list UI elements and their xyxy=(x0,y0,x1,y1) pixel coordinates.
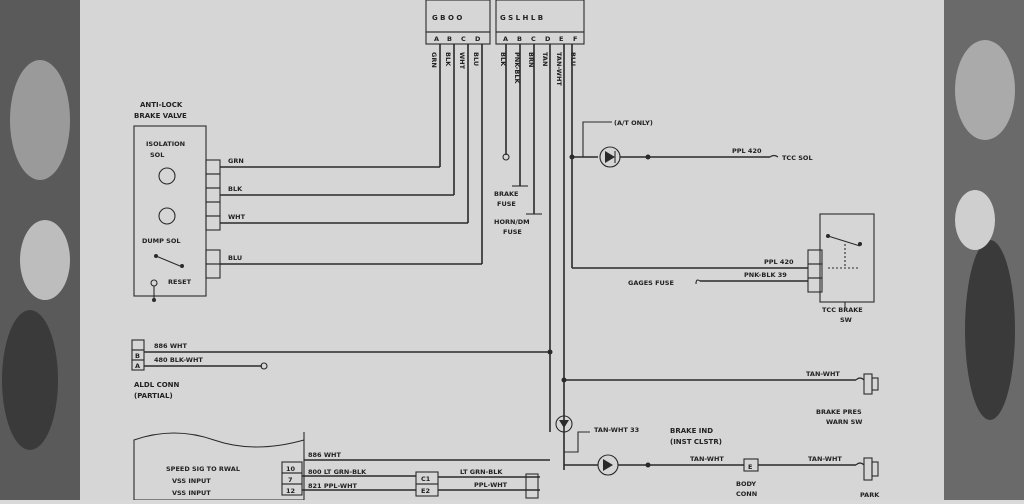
gages-fuse-label: GAGES FUSE xyxy=(628,279,674,287)
isolation-label: ISOLATION xyxy=(146,140,185,148)
brake-pres-label: BRAKE PRES xyxy=(816,408,862,416)
wire-label: BRN xyxy=(527,52,535,67)
ecm-block: 886 WHT SPEED SIG TO RWAL VSS INPUT VSS … xyxy=(133,432,550,501)
pin-label: F xyxy=(573,35,577,43)
connector-c1: C1 xyxy=(421,475,431,483)
pin-label: B xyxy=(517,35,522,43)
tcc-circuit: (A/T ONLY) PPL 420 TCC SOL PPL 420 PNK-B… xyxy=(569,119,875,324)
dump-sol-label: DUMP SOL xyxy=(142,237,181,245)
wire-label: GRN xyxy=(430,52,438,68)
tcc-brake-sw-label: TCC BRAKE xyxy=(822,306,863,314)
vertical-wire-labels: GRN BLK WHT BLU BLK PNK-BLK BRN TAN TAN-… xyxy=(430,52,577,86)
vss-input-label: VSS INPUT xyxy=(172,477,211,485)
wire-label: BLU xyxy=(472,52,480,66)
brake-indicator-circuit: TAN-WHT 33 BRAKE IND (INST CLSTR) TAN-WH… xyxy=(555,415,880,499)
pin-label: C xyxy=(531,35,536,43)
aldl-wire-480: 480 BLK-WHT xyxy=(154,356,203,364)
diagram-paper xyxy=(80,0,944,500)
wire-label-wht: WHT xyxy=(228,213,246,221)
isolation-solenoid-coil-2 xyxy=(158,207,176,225)
ecm-pin-7: 7 xyxy=(288,476,293,484)
top-connector-left: G B O O A B C D xyxy=(425,0,491,45)
connector-e2: E2 xyxy=(421,487,430,495)
abs-wires: GRN BLK WHT BLU xyxy=(220,44,483,265)
warn-sw-label: WARN SW xyxy=(826,418,862,426)
abs-valve-title: ANTI-LOCK xyxy=(140,101,183,109)
inst-clstr-label: (INST CLSTR) xyxy=(670,438,722,446)
tcc-brake-sw-label-2: SW xyxy=(840,316,852,324)
speed-sig-label: SPEED SIG TO RWAL xyxy=(166,465,240,473)
brake-ind-wire-label: TAN-WHT 33 xyxy=(594,426,639,434)
aldl-conn-label: ALDL CONN xyxy=(134,381,180,389)
ecm-wire-821: 821 PPL-WHT xyxy=(308,482,358,490)
abs-valve-title-2: BRAKE VALVE xyxy=(134,112,187,120)
top-connector-right: G S L H L B A B C D E F xyxy=(495,0,585,45)
ecm-wire-ltgrn: LT GRN-BLK xyxy=(460,468,503,476)
park-label: PARK xyxy=(860,491,880,499)
aldl-partial-label: (PARTIAL) xyxy=(134,392,173,400)
wire-label-blu: BLU xyxy=(228,254,242,262)
dump-switch-blade xyxy=(155,255,181,267)
ecm-wire-ppl: PPL-WHT xyxy=(474,481,508,489)
ecm-wire-800: 800 LT GRN-BLK xyxy=(308,468,367,476)
tcc-sol-label: TCC SOL xyxy=(782,154,813,162)
top-left-connector-text: G B O O xyxy=(432,14,462,22)
pnk-blk-label: PNK-BLK 39 xyxy=(744,271,787,279)
pin-label: E xyxy=(559,35,563,43)
brake-ind-wire3-label: TAN-WHT xyxy=(808,455,842,463)
wire-label: BLK xyxy=(444,52,452,67)
vss-input-label-2: VSS INPUT xyxy=(172,489,211,497)
conn-label: CONN xyxy=(736,490,757,498)
brake-ind-label: BRAKE IND xyxy=(670,427,713,435)
wire-label-blk: BLK xyxy=(228,185,243,193)
brake-ind-wire2-label: TAN-WHT xyxy=(690,455,724,463)
wire-label: WHT xyxy=(458,52,466,70)
aldl-pin-b: B xyxy=(135,352,140,360)
ppl-420-label: PPL 420 xyxy=(732,147,762,155)
wire-label: BLU xyxy=(569,52,577,66)
ecm-wire-886: 886 WHT xyxy=(308,451,341,459)
wire-label-grn: GRN xyxy=(228,157,244,165)
diode-symbol xyxy=(555,415,573,433)
isolation-solenoid-coil xyxy=(158,167,176,185)
pin-label: D xyxy=(545,35,551,43)
wire-label: TAN-WHT xyxy=(555,52,563,86)
pin-label: D xyxy=(475,35,481,43)
ecm-pin-10: 10 xyxy=(286,465,296,473)
brake-fuse-label: BRAKE xyxy=(494,190,518,198)
pin-label: A xyxy=(434,35,439,43)
wire-label: TAN xyxy=(541,52,549,66)
tcc-brake-switch xyxy=(819,213,875,303)
horn-fuse-label-2: FUSE xyxy=(503,228,522,236)
brake-fuse-label-2: FUSE xyxy=(497,200,516,208)
wire-label: BLK xyxy=(499,52,507,67)
at-only-label: (A/T ONLY) xyxy=(614,119,653,127)
ppl-420b-label: PPL 420 xyxy=(764,258,794,266)
body-label: BODY xyxy=(736,480,756,488)
body-conn-pin-label: E xyxy=(748,463,752,471)
horn-fuse-label: HORN/DM xyxy=(494,218,530,226)
sol-label: SOL xyxy=(150,151,164,159)
aldl-pin-a: A xyxy=(135,362,140,370)
reset-label: RESET xyxy=(168,278,192,286)
top-right-connector-text: G S L H L B xyxy=(500,14,543,22)
aldl-connector: B A 886 WHT 480 BLK-WHT ALDL CONN (PARTI… xyxy=(131,339,553,400)
wire-label: PNK-BLK xyxy=(513,52,521,84)
brake-pres-wire-label: TAN-WHT xyxy=(806,370,840,378)
right-connector-wires: BRAKE FUSE HORN/DM FUSE xyxy=(494,44,573,470)
pin-label: A xyxy=(503,35,508,43)
aldl-wire-886: 886 WHT xyxy=(154,342,187,350)
ecm-pin-12: 12 xyxy=(286,487,295,495)
brake-pres-warn-switch: TAN-WHT BRAKE PRES WARN SW xyxy=(561,370,879,426)
pin-label: C xyxy=(461,35,466,43)
pin-label: B xyxy=(447,35,452,43)
